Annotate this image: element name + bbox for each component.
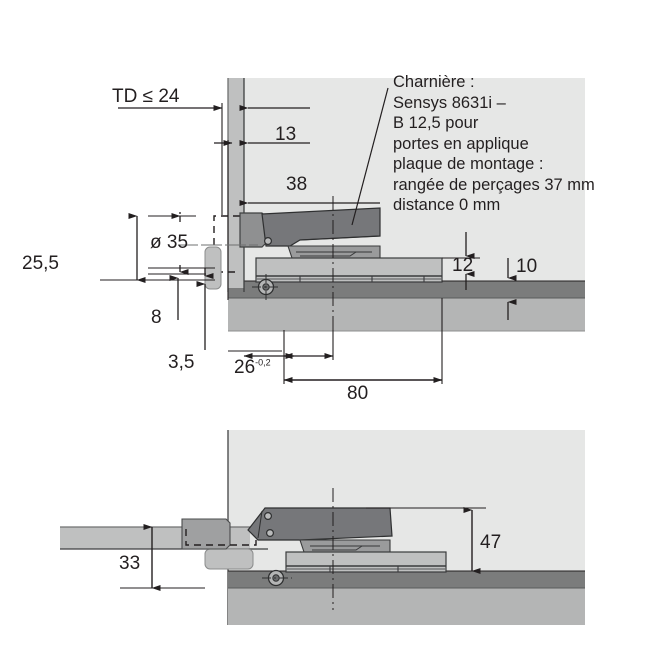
dim-33 [120,524,205,591]
hinge-pivot-pin-3 [266,528,275,537]
dim-label-26-value: 26 [234,357,256,378]
callout-leader-line [351,87,389,226]
dim-80 [283,298,443,384]
dim-26 [228,330,334,360]
dim-label-13: 13 [275,124,297,145]
dim-47 [366,507,486,574]
dim-label-33: 33 [119,553,141,574]
dim-label-35b: 3,5 [168,352,195,373]
fixing-screw-symbol [252,274,280,300]
door-leaf [228,78,244,288]
mounting-plate [255,257,443,283]
door-front-overlay-2 [204,548,254,570]
cup-hole-dashed [213,215,240,273]
dim-label-12: 12 [452,255,474,276]
cabinet-interior-background [228,78,585,287]
cup-hole-dashed-2 [185,529,257,546]
dim-label-8: 8 [151,307,162,328]
hinge-callout-note: Charnière : Sensys 8631i – B 12,5 pour p… [393,73,595,214]
dim-label-47: 47 [480,532,502,553]
hinge-pivot-pin [264,237,273,246]
fixing-screw-symbol-2 [262,569,292,587]
dim-35b [148,267,215,350]
hinge-pivot-pin-2 [264,511,273,520]
dim-13 [214,105,310,300]
dim-label-38: 38 [286,174,308,195]
cabinet-panel-dark-band [228,281,585,298]
dim-255 [100,213,215,283]
cabinet-panel-body [228,298,585,331]
dim-label-26-tolerance: -0,2 [255,357,271,368]
dim-label-dia35: ø 35 [150,232,189,253]
view-bottom-open-door [60,430,585,625]
view-top-closed-door [100,78,585,384]
dim-label-80: 80 [347,383,369,404]
dim-label-255: 25,5 [22,253,59,274]
dim-12 [442,232,480,290]
dim-label-10: 10 [516,256,538,277]
cabinet-panel-dark-band-2 [228,571,585,588]
cabinet-panel-body-2 [228,588,585,625]
dim-dia35 [148,212,258,275]
cabinet-interior-background-2 [228,430,585,571]
dim-td [118,103,223,215]
hinge-arm-2 [247,507,393,541]
dim-label-td: TD ≤ 24 [112,86,180,107]
dim-label-26: 26-0,2 [234,357,271,379]
mounting-plate-2 [285,551,447,573]
